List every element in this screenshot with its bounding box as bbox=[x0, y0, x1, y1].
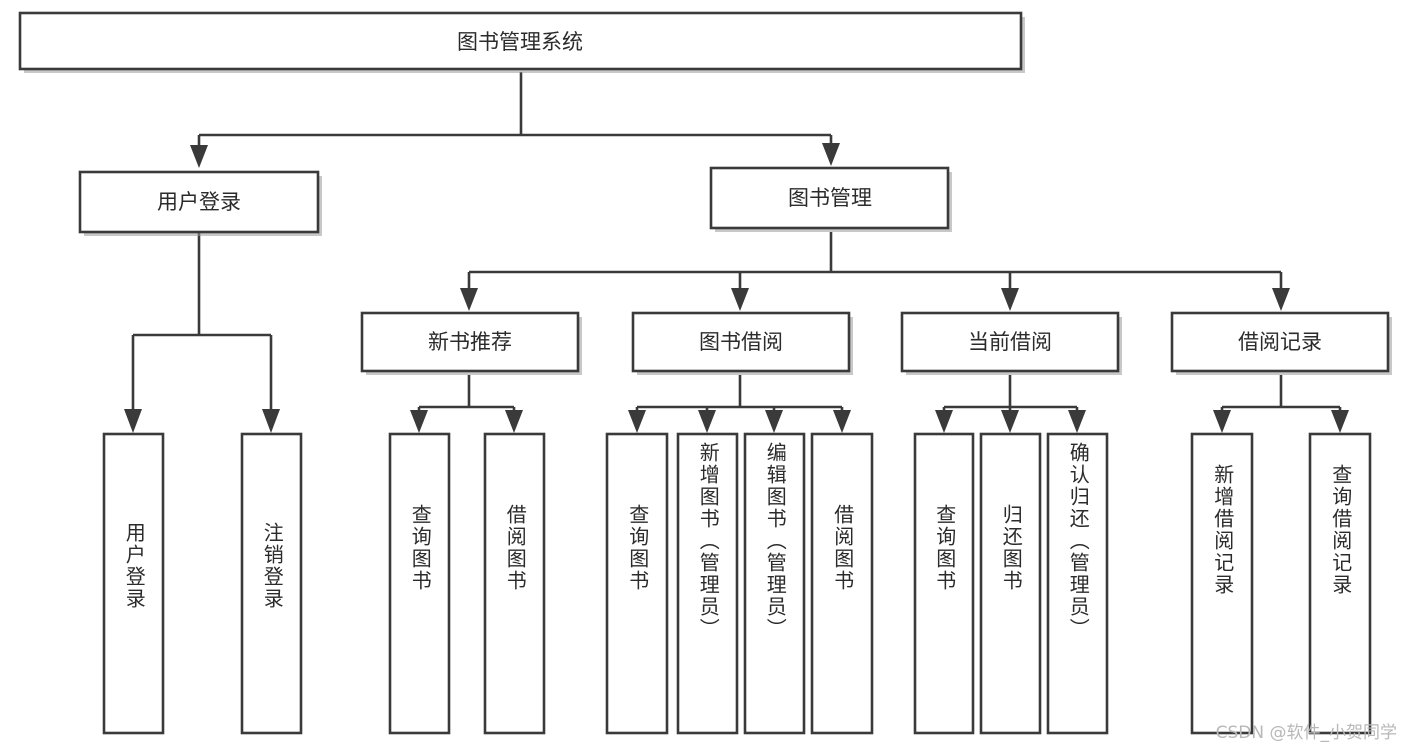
arrow-userlogin-l1 bbox=[124, 409, 142, 433]
leaf-box-query-book-a bbox=[388, 432, 451, 735]
leaf-box-logout bbox=[240, 432, 303, 735]
node-root-label: 图书管理系统 bbox=[457, 30, 583, 54]
node-root[interactable]: 图书管理系统 bbox=[18, 11, 1025, 73]
arrow-current-l3 bbox=[1068, 410, 1086, 433]
arrow-borrow-l3 bbox=[765, 410, 783, 433]
node-current-borrow[interactable]: 当前借阅 bbox=[900, 311, 1122, 375]
arrow-borrow-l1 bbox=[628, 410, 646, 433]
arrow-record-l2 bbox=[1331, 410, 1349, 433]
leaf-node-query-borrow-record[interactable] bbox=[1308, 432, 1372, 735]
leaf-node-query-book-c[interactable] bbox=[913, 432, 975, 735]
leaf-box-return-book bbox=[979, 432, 1042, 735]
leaf-node-borrow-book-a[interactable] bbox=[483, 432, 546, 735]
arrow-to-current bbox=[1001, 288, 1019, 311]
node-user-login-box bbox=[78, 170, 320, 234]
leaf-node-logout[interactable] bbox=[240, 432, 303, 735]
leaf-node-borrow-book-b[interactable] bbox=[810, 432, 874, 735]
arrow-borrow-l2 bbox=[698, 410, 716, 433]
node-borrow-record-label: 借阅记录 bbox=[1238, 330, 1322, 354]
node-current-borrow-label: 当前借阅 bbox=[968, 330, 1052, 354]
leaf-box-query-borrow-record bbox=[1308, 432, 1372, 735]
node-book-borrow-box bbox=[631, 311, 851, 373]
leaf-node-add-borrow-record[interactable] bbox=[1190, 432, 1254, 735]
leaf-box-query-book-b bbox=[605, 432, 669, 735]
node-book-management-box bbox=[709, 166, 950, 230]
watermark-text: CSDN @软件_小贺同学 bbox=[1215, 723, 1397, 743]
leaf-node-query-book-b[interactable] bbox=[605, 432, 669, 735]
leaf-node-user-login[interactable] bbox=[102, 432, 165, 735]
node-user-login[interactable]: 用户登录 bbox=[78, 170, 322, 236]
node-borrow-record[interactable]: 借阅记录 bbox=[1170, 311, 1392, 375]
arrow-to-newbook bbox=[460, 288, 478, 311]
leaf-node-query-book-a[interactable] bbox=[388, 432, 451, 735]
leaf-box-borrow-book-a bbox=[483, 432, 546, 735]
node-borrow-record-box bbox=[1170, 311, 1390, 373]
arrow-to-book-mgmt bbox=[822, 143, 840, 166]
arrow-to-user-login bbox=[190, 145, 208, 168]
arrow-to-borrow bbox=[731, 288, 749, 311]
arrow-current-l1 bbox=[935, 410, 953, 433]
leaf-node-edit-book-admin[interactable] bbox=[743, 432, 806, 735]
node-new-book-recommend[interactable]: 新书推荐 bbox=[360, 311, 582, 375]
node-root-box bbox=[18, 11, 1023, 71]
arrow-newbook-l1 bbox=[410, 410, 428, 433]
node-book-management-label: 图书管理 bbox=[788, 186, 872, 210]
node-new-book-recommend-box bbox=[360, 311, 580, 373]
leaf-box-query-book-c bbox=[913, 432, 975, 735]
edges-group bbox=[124, 72, 1349, 433]
node-current-borrow-box bbox=[900, 311, 1120, 373]
leaf-box-confirm-return-admin bbox=[1046, 432, 1109, 735]
arrow-borrow-l4 bbox=[833, 410, 851, 433]
node-book-borrow-label: 图书借阅 bbox=[699, 330, 783, 354]
leaf-node-add-book-admin[interactable] bbox=[676, 432, 739, 735]
arrow-record-l1 bbox=[1213, 410, 1231, 433]
arrow-current-l2 bbox=[1001, 410, 1019, 433]
leaf-box-edit-book-admin bbox=[743, 432, 806, 735]
arrow-to-record bbox=[1272, 288, 1290, 311]
leaf-node-confirm-return-admin[interactable] bbox=[1046, 432, 1109, 735]
node-book-borrow[interactable]: 图书借阅 bbox=[631, 311, 853, 375]
arrow-userlogin-l2 bbox=[262, 409, 280, 433]
leaf-node-return-book[interactable] bbox=[979, 432, 1042, 735]
leaf-box-add-borrow-record bbox=[1190, 432, 1254, 735]
leaf-box-add-book-admin bbox=[676, 432, 739, 735]
leaf-box-user-login bbox=[102, 432, 165, 735]
node-new-book-recommend-label: 新书推荐 bbox=[428, 330, 512, 354]
arrow-newbook-l2 bbox=[505, 410, 523, 433]
node-book-management[interactable]: 图书管理 bbox=[709, 166, 952, 232]
node-user-login-label: 用户登录 bbox=[157, 190, 241, 214]
leaf-box-borrow-book-b bbox=[810, 432, 874, 735]
